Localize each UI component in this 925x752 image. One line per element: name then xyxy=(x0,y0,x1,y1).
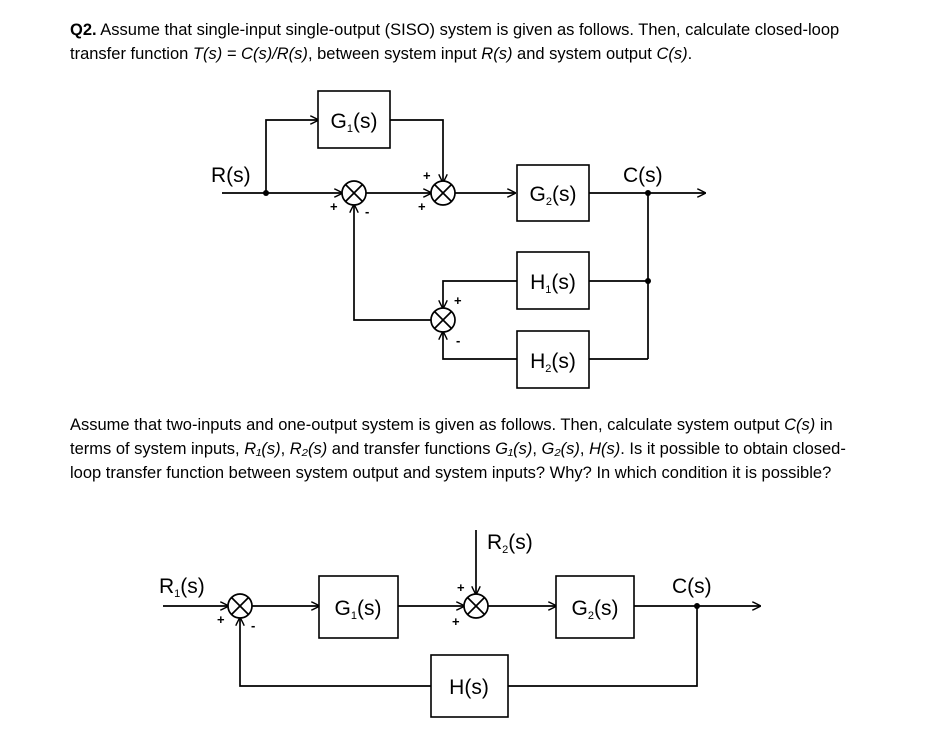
d1-block-h1 xyxy=(516,251,590,310)
d1-junction-input xyxy=(263,190,269,196)
q1-input-name: R(s) xyxy=(481,45,513,63)
d2-wire-h-to-sum1 xyxy=(240,618,431,687)
d1-sign-sum1-left: + xyxy=(330,199,338,214)
q2-text-a: Assume that two-inputs and one-output sy… xyxy=(70,416,785,434)
d2-output-label: C(s) xyxy=(672,575,712,598)
d2-sum-junction-1 xyxy=(227,593,253,619)
d2-junction-output xyxy=(694,603,700,609)
d2-wire-output-to-h xyxy=(508,606,698,687)
q2-input-r2: R₂(s) xyxy=(289,440,328,458)
d1-block-g2-label: G2(s) xyxy=(530,183,577,208)
d2-input2-label: R2(s) xyxy=(487,531,533,556)
d2-sign-sum2-top: + xyxy=(457,580,465,595)
q2-output-name: C(s) xyxy=(784,416,816,434)
d1-block-g1 xyxy=(317,90,391,149)
diagram-1: G1(s) G2(s) H1(s) H2(s) R(s) C(s) + - + … xyxy=(211,90,705,389)
q1-text-b: , between system input xyxy=(307,45,482,63)
d1-junction-feedback xyxy=(645,278,651,284)
d1-junction-output xyxy=(645,190,651,196)
d2-block-g1-label: G1(s) xyxy=(335,597,382,622)
q2-sep-3: , xyxy=(579,440,590,458)
d1-sign-sum2-left: + xyxy=(418,199,426,214)
q2-sep-2: , xyxy=(532,440,542,458)
question-2-text: Assume that two-inputs and one-output sy… xyxy=(70,413,870,485)
q1-output-name: C(s) xyxy=(656,45,688,63)
q2-text-d: . Is it possible to obtain closed-loop t… xyxy=(70,440,846,482)
d1-sign-sum3-bottom: - xyxy=(456,333,460,348)
d1-sign-sum3-right: + xyxy=(454,293,462,308)
d1-input-label: R(s) xyxy=(211,164,251,187)
d2-block-g2 xyxy=(555,575,635,639)
d2-block-h xyxy=(430,654,509,718)
q1-text-d: . xyxy=(687,45,693,63)
d1-sign-sum2-top: + xyxy=(423,168,431,183)
d2-block-h-label: H(s) xyxy=(449,676,489,699)
d1-sum-junction-3 xyxy=(430,307,456,333)
d1-block-h2-label: H2(s) xyxy=(530,350,576,375)
q1-transfer-expr: T(s) = C(s)/R(s) xyxy=(192,45,308,63)
question-1-text: Q2. Assume that single-input single-outp… xyxy=(70,18,870,66)
d2-sum-junction-2 xyxy=(463,593,489,619)
d1-sign-sum1-bottom: - xyxy=(365,204,369,219)
d1-wire-branch-to-g1 xyxy=(265,120,318,193)
d1-block-h2 xyxy=(516,330,590,389)
d1-wire-h1-to-sum3 xyxy=(443,280,517,308)
q1-text-c: and system output xyxy=(512,45,657,63)
d2-sign-sum1-bottom: - xyxy=(251,618,255,633)
d1-output-label: C(s) xyxy=(623,164,663,187)
q2-tf-g2: G₂(s) xyxy=(541,440,580,458)
d1-wire-sum3-to-sum1 xyxy=(354,205,431,321)
d2-sign-sum1-left: + xyxy=(217,612,225,627)
q2-tf-h: H(s) xyxy=(589,440,621,458)
d1-block-h1-label: H1(s) xyxy=(530,271,576,296)
q2-text-b: in terms of system inputs, xyxy=(70,416,833,458)
d1-wire-g1-to-sum2 xyxy=(390,119,443,182)
d2-input1-label: R1(s) xyxy=(159,575,205,600)
d2-block-g1 xyxy=(318,575,399,639)
d1-sum-junction-2 xyxy=(430,180,456,206)
d1-block-g2 xyxy=(516,164,590,222)
q2-input-r1: R₁(s) xyxy=(244,440,281,458)
q2-sep-1: , xyxy=(280,440,290,458)
d2-sign-sum2-left: + xyxy=(452,614,460,629)
q2-tf-g1: G₁(s) xyxy=(495,440,533,458)
d1-block-g1-label: G1(s) xyxy=(331,110,378,135)
question-label: Q2. xyxy=(70,21,97,39)
q1-text-a: Assume that single-input single-output (… xyxy=(70,21,840,63)
q2-text-c: and transfer functions xyxy=(327,440,496,458)
d1-sum-junction-1 xyxy=(341,180,367,206)
d2-block-g2-label: G2(s) xyxy=(572,597,619,622)
diagram-2: G1(s) G2(s) H(s) R1(s) R2(s) C(s) + - + … xyxy=(159,530,760,718)
d1-wire-h2-to-sum3 xyxy=(443,332,517,360)
